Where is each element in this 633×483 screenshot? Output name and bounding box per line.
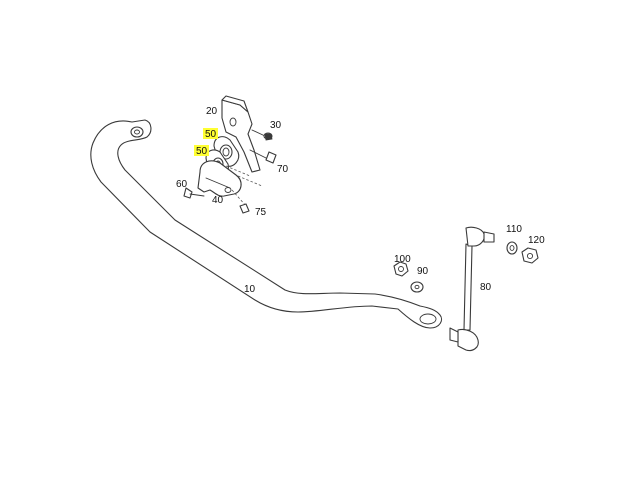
label-50-lower: 50 xyxy=(196,146,208,157)
label-20: 20 xyxy=(206,106,218,117)
washer-90 xyxy=(410,281,424,293)
bolt-70 xyxy=(249,149,277,164)
label-40: 40 xyxy=(212,195,224,206)
nut-120 xyxy=(521,247,539,264)
label-80: 80 xyxy=(480,282,492,293)
bolt-30 xyxy=(251,129,273,141)
label-120: 120 xyxy=(528,235,545,246)
bolt-75 xyxy=(231,189,250,214)
clamp xyxy=(197,160,242,197)
highlight-50-upper xyxy=(203,128,218,139)
label-90: 90 xyxy=(417,266,429,277)
label-75: 75 xyxy=(255,207,267,218)
label-10: 10 xyxy=(244,284,256,295)
stabilizer-link xyxy=(449,226,495,352)
label-100: 100 xyxy=(394,254,411,265)
label-30: 30 xyxy=(270,120,282,131)
bracket xyxy=(221,95,261,173)
washer-110 xyxy=(506,241,518,255)
label-50-upper: 50 xyxy=(205,129,217,140)
label-60: 60 xyxy=(176,179,188,190)
label-110: 110 xyxy=(506,224,522,235)
bolt-60 xyxy=(183,187,205,199)
stabilizer-bar xyxy=(90,119,443,329)
nut-100 xyxy=(393,261,409,277)
highlight-50-lower xyxy=(194,145,209,156)
label-70: 70 xyxy=(277,164,289,175)
